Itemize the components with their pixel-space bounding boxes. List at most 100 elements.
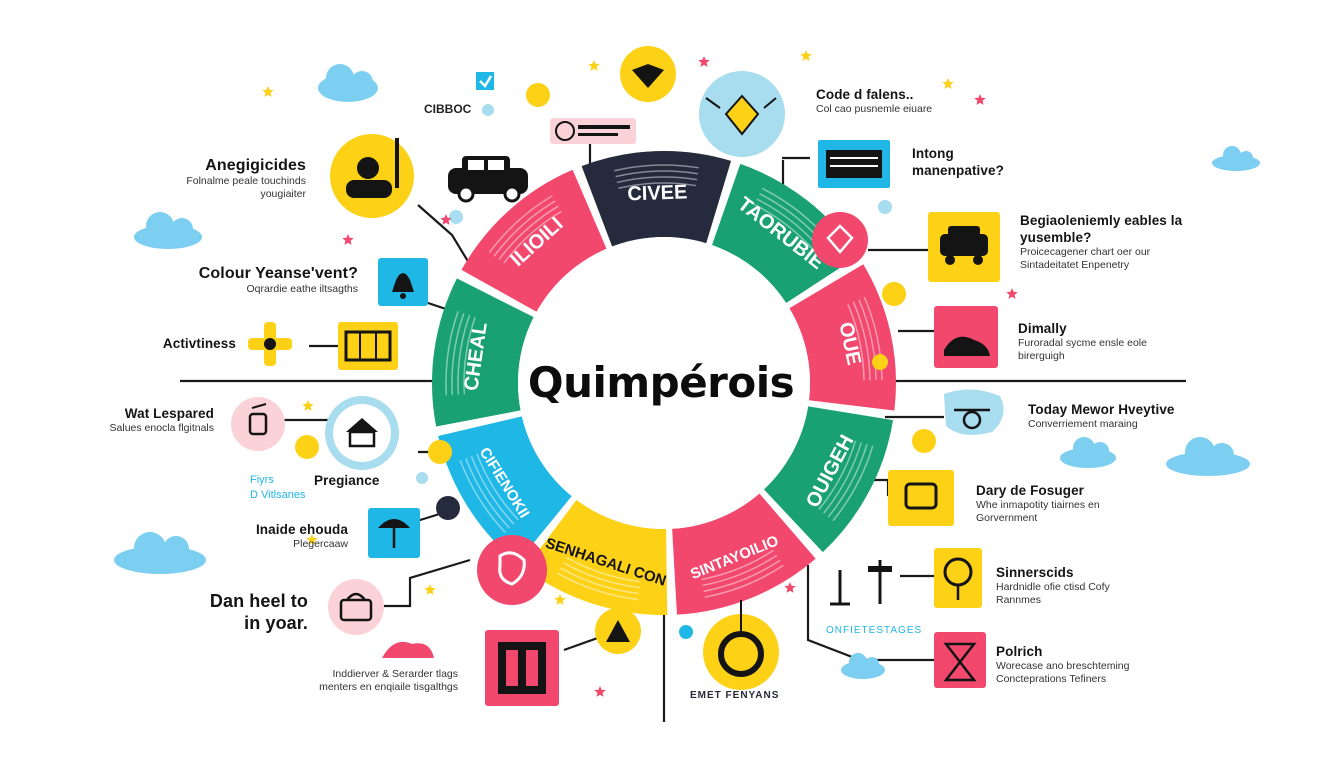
hourglass-icon-badge [934,632,986,688]
label-dary: Dary de Fosuger Whe inmapotity tiairnes … [976,483,1100,524]
star-icon [424,584,436,595]
ring-segment [672,493,816,615]
star-icon [1006,288,1018,299]
bag-icon-badge [328,579,384,635]
star-icon [942,78,954,89]
ring-segment [438,416,572,563]
star-icon [440,214,452,225]
segment-stripe [476,453,519,521]
segment-stripe [493,200,556,257]
segment-stripe [615,170,699,178]
center-circle [518,237,810,529]
star-icon [554,594,566,605]
segment-stripe [488,195,553,253]
diagram-title: Quimpérois [527,358,795,407]
trophy-icon-badge [699,71,785,157]
segment-stripe [702,554,778,587]
star-icons [262,50,1018,697]
segment-stripe [445,311,459,396]
label-today: Today Mewor Hveytive Converriement marai… [1028,402,1175,430]
segment-stripe [463,316,476,395]
segment-stripe [563,562,640,589]
ring-segment [763,406,894,553]
segment-stripe [614,164,699,172]
label-activ: Activtiness [162,336,236,351]
ring-segment [525,499,668,615]
segment-stripe [503,210,562,264]
segment-stripe [827,444,868,518]
heart-icon-badge [812,212,868,268]
gear-icon [248,322,292,366]
segment-stripe [618,182,697,190]
ring-segment [789,264,896,411]
label-polrich: Polrich Worecase ano breschteming Concte… [996,644,1130,685]
segment-stripe [863,296,883,380]
segment-stripe [457,315,471,395]
label-watles: Wat Lespared Salues enocla flgitnals [109,406,214,434]
segment-stripe [701,549,774,581]
rock-icon [382,641,434,658]
label-coded: Code d falens.. Col cao pusnemle eiuare [816,87,933,115]
bird-icon-badge [620,46,676,102]
person-icon-badge [330,134,414,218]
text-fiyrs: Fiyrs [250,474,274,486]
star-icon [800,50,812,61]
decor-dots [416,104,892,639]
flower-icon-badge [477,535,547,605]
star-icon [306,534,318,545]
drone-icon [944,389,1004,435]
label-intong: Intong manenpative? [912,146,1004,178]
segment-stripe [852,301,871,381]
lamp-icon-badge [231,397,285,451]
star-icon [342,234,354,245]
star-icon [262,86,274,97]
cloud-icon [114,64,1260,679]
text-vitlsanes: D Vitlsanes [250,489,306,501]
window-icon-badge [338,322,398,370]
car-icon [448,156,528,203]
segment-stripe [616,176,698,184]
segment-stripe [560,567,639,595]
segment-stripe [459,460,506,533]
checkbox-icon [476,72,494,90]
ring-icon-badge [703,600,779,690]
label-anegiq: Anegigicides Folnalme peale touchinds yo… [186,157,306,200]
label-dimally: Dimally Furoradal sycme ensle eole birer… [1018,321,1147,362]
bell-icon-badge [378,258,428,306]
segment-stripe [557,572,639,601]
ring-segment [581,151,732,247]
umbrella-icon-badge [368,508,420,558]
panel-icon-badge [818,140,890,188]
jeep-icon-badge [928,212,1000,282]
segment-stripe [818,440,857,510]
star-icon [302,400,314,411]
star-icon [594,686,606,697]
shoe-icon-badge [934,306,998,368]
text-onfietstages: ONFIETESTAGES [826,625,923,636]
label-simer: Sinnerscids Hardnidle ofie ctisd Cofy Ra… [996,565,1110,606]
label-beg: Begiaoleniemly eables la yusemble? Proic… [1020,213,1183,271]
house-icon-badge [325,396,399,470]
segment-stripe [858,299,877,381]
coin-icon [295,83,936,464]
segment-stripe [753,203,816,253]
segment-stripe [704,564,784,598]
star-icon [588,60,600,71]
label-danheel: Dan heel to in yoar. [209,591,308,633]
segment-stripe [832,445,874,522]
segment-stripe [470,455,515,525]
coin-stack-icon-badge [934,548,982,608]
star-icon [974,94,986,105]
label-inaide: Inaide ehouda Plegercaaw [255,522,348,550]
segment-stripe [451,313,465,395]
text-cibboc: CIBBOC [424,102,472,116]
segment-stripe [823,442,862,514]
ring-segment [432,278,534,427]
segment-stripe [703,559,781,592]
segment-stripe [847,303,865,381]
label-preg: Pregiance [314,473,380,488]
segment-stripe [498,205,559,261]
